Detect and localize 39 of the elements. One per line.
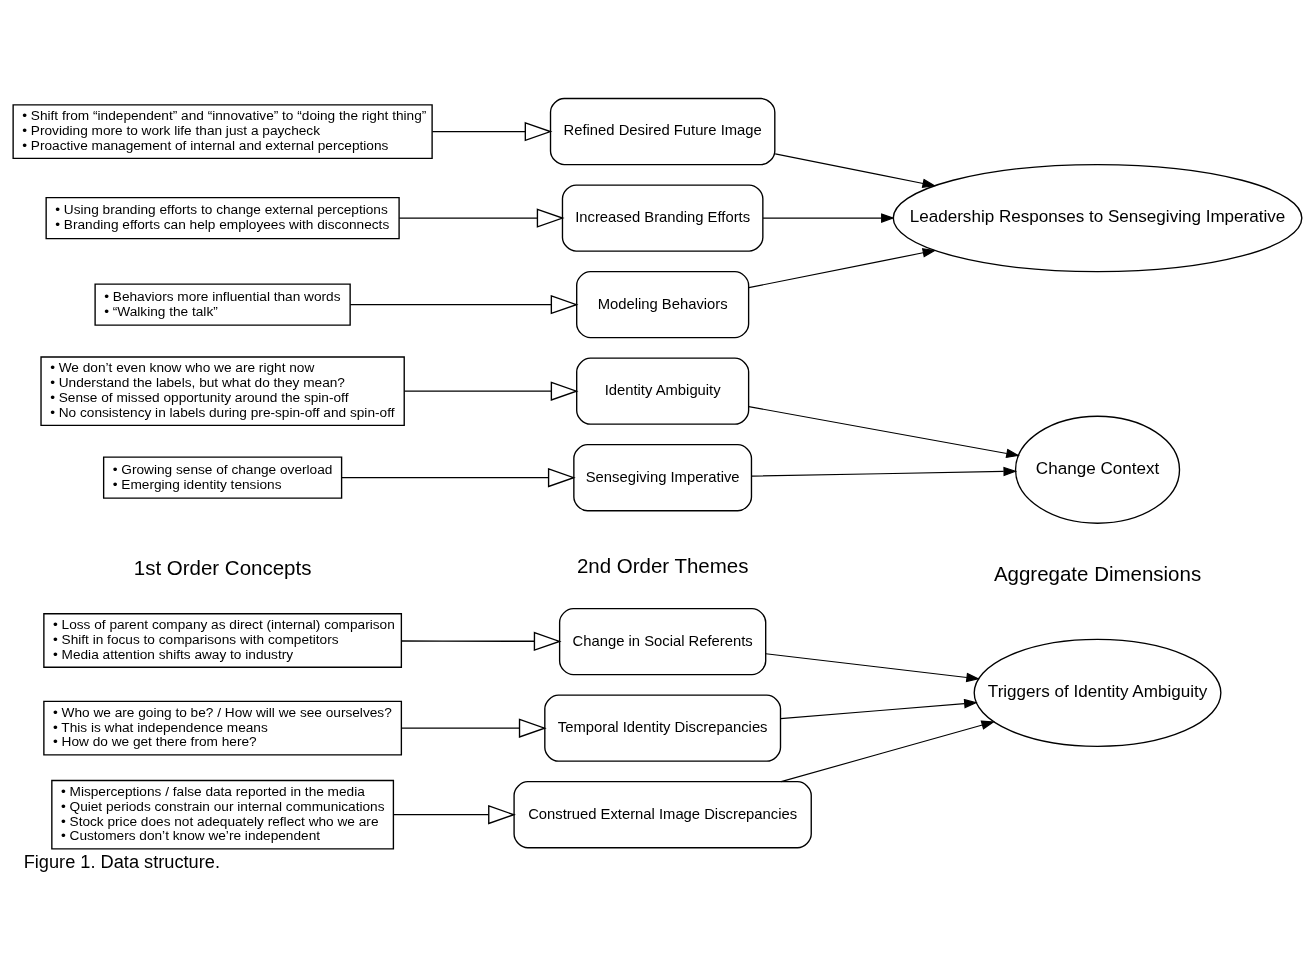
arrow: [349, 294, 579, 315]
node-box: Refined Desired Future Image: [549, 97, 776, 166]
node-box: • Who we are going to be? / How will we see ourselves? • This is what independence means • How do we get there from here?: [43, 700, 403, 756]
arrow: [780, 698, 978, 720]
node-box: • Loss of parent company as direct (internal) comparison • Shift in focus to comparisons with competitors • Media attention shifts away to industry: [43, 613, 403, 668]
arrow: [774, 153, 937, 189]
node-box: • Using branding efforts to change external perceptions • Branding efforts can help employees with disconnects: [45, 196, 400, 240]
label: 2nd Order Themes: [576, 553, 749, 577]
node-box: Increased Branding Efforts: [561, 184, 764, 252]
caption: Figure 1. Data structure.: [23, 851, 220, 872]
node-ellipse: Leadership Responses to Sensegiving Imperative: [892, 163, 1303, 273]
node-ellipse: Change Context: [1014, 415, 1181, 524]
node-ellipse: Triggers of Identity Ambiguity: [973, 638, 1222, 748]
arrow: [748, 406, 1020, 459]
arrow: [751, 466, 1018, 477]
node-box: Modeling Behaviors: [576, 270, 750, 339]
arrow: [400, 631, 562, 652]
arrow: [403, 381, 579, 401]
arrow: [340, 467, 576, 488]
arrow: [748, 248, 937, 289]
node-box: • Shift from “independent” and “innovative” to “doing the right thing” • Providing more to work life than just a paycheck • Proactive management of internal and external perceptions: [12, 104, 433, 159]
arrow: [765, 653, 980, 683]
arrow: [392, 804, 516, 825]
node-box: Construed External Image Discrepancies: [513, 781, 812, 849]
node-box: • Behaviors more influential than words • “Walking the talk”: [94, 283, 351, 326]
node-box: • Misperceptions / false data reported in the media • Quiet periods constrain our internal communications • Stock price does not adequately reflect who we are • Customers don’t know we’re independent: [51, 779, 395, 850]
arrow: [780, 720, 996, 783]
arrow: [400, 718, 547, 738]
label: 1st Order Concepts: [133, 555, 312, 579]
node-box: Identity Ambiguity: [576, 357, 750, 425]
arrow: [762, 213, 895, 223]
node-box: Temporal Identity Discrepancies: [544, 694, 782, 762]
label: Aggregate Dimensions: [993, 561, 1202, 585]
arrow: [431, 121, 553, 142]
node-box: Sensegiving Imperative: [573, 444, 753, 512]
node-box: Change in Social Referents: [558, 607, 767, 676]
node-box: • We don’t even know who we are right now • Understand the labels, but what do they mean? • Sense of missed opportunity around the spin-off • No consistency in labels during pre-spin-off and spin-off: [40, 356, 405, 426]
node-box: • Growing sense of change overload • Emerging identity tensions: [102, 456, 343, 499]
arrow: [398, 208, 565, 228]
